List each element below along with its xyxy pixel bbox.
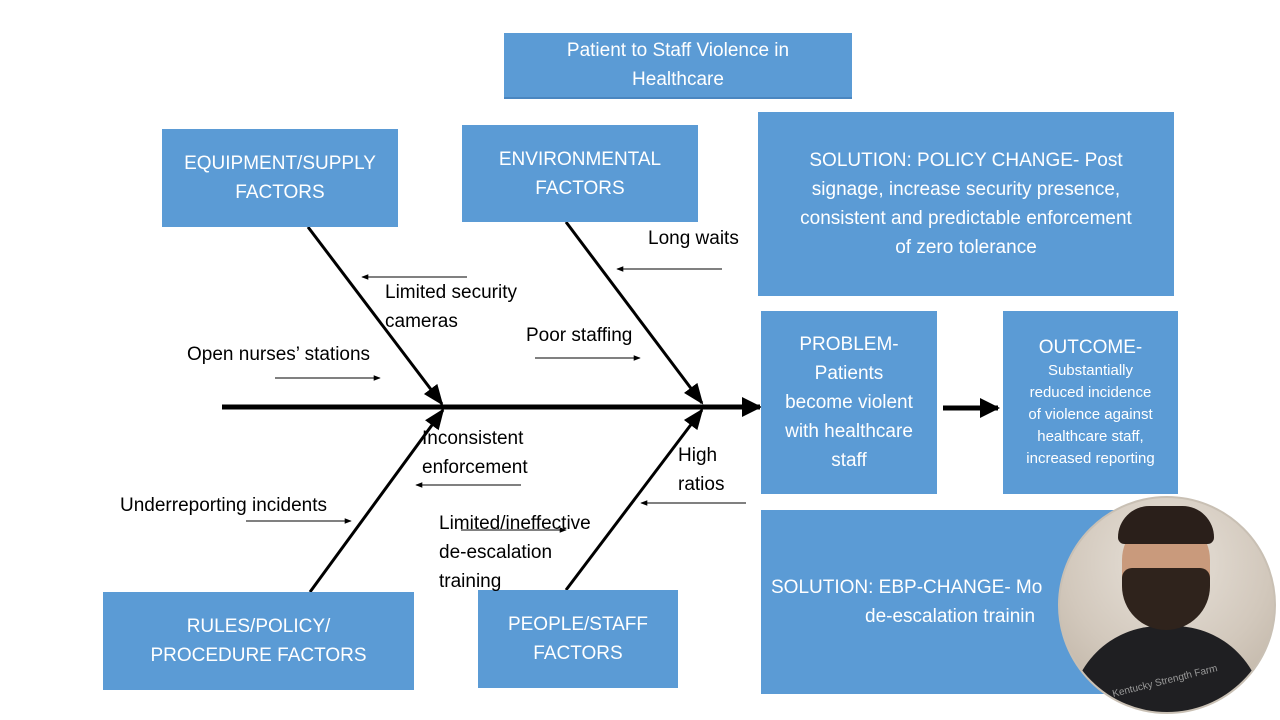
category-people-line-1: PEOPLE/STAFF bbox=[507, 614, 649, 635]
cause-training-line-2: de-escalation bbox=[439, 542, 553, 563]
title-line-2: Healthcare bbox=[632, 69, 724, 90]
problem-line-4: with healthcare bbox=[785, 421, 913, 442]
bone-rules bbox=[308, 408, 445, 593]
cause-high-ratios: High ratios bbox=[678, 441, 724, 499]
cause-underreporting: Underreporting incidents bbox=[120, 495, 328, 516]
category-environmental: ENVIRONMENTAL FACTORS bbox=[462, 125, 698, 222]
cause-training: Limited/ineffective de-escalation traini… bbox=[439, 509, 591, 596]
category-people: PEOPLE/STAFF FACTORS bbox=[478, 590, 678, 688]
category-rules-line-1: RULES/POLICY/ bbox=[186, 616, 331, 637]
category-environmental-line-2: FACTORS bbox=[535, 177, 625, 199]
cause-limited-security-line-2: cameras bbox=[385, 311, 458, 332]
cause-training-line-1: Limited/ineffective bbox=[439, 513, 591, 534]
diagram-title: Patient to Staff Violence in Healthcare bbox=[504, 33, 852, 99]
outcome-line-2: reduced incidence bbox=[1029, 383, 1152, 401]
cause-training-line-3: training bbox=[439, 571, 502, 592]
cause-limited-security-line-1: Limited security bbox=[385, 282, 517, 303]
cause-open-nurses: Open nurses’ stations bbox=[187, 344, 371, 365]
problem-line-5: staff bbox=[831, 450, 867, 471]
solution-policy-line-1: SOLUTION: POLICY CHANGE- Post bbox=[809, 150, 1123, 171]
solution-policy-box: SOLUTION: POLICY CHANGE- Post signage, i… bbox=[758, 112, 1174, 296]
title-line-1: Patient to Staff Violence in bbox=[566, 40, 790, 61]
outcome-line-5: increased reporting bbox=[1026, 449, 1155, 467]
cause-limited-security: Limited security cameras bbox=[385, 278, 517, 336]
outcome-line-3: of violence against bbox=[1028, 405, 1153, 423]
category-equipment-line-1: EQUIPMENT/SUPPLY bbox=[184, 153, 376, 174]
cause-inconsistent-line-2: enforcement bbox=[422, 457, 528, 478]
presenter-beard bbox=[1122, 568, 1210, 630]
category-people-line-2: FACTORS bbox=[533, 643, 623, 664]
solution-policy-line-4: of zero tolerance bbox=[895, 237, 1037, 258]
problem-box: PROBLEM- Patients become violent with he… bbox=[761, 311, 937, 494]
cause-long-waits: Long waits bbox=[648, 228, 739, 249]
bone-people bbox=[564, 408, 704, 591]
category-environmental-line-1: ENVIRONMENTAL bbox=[498, 148, 662, 170]
category-rules-line-2: PROCEDURE FACTORS bbox=[150, 645, 367, 666]
problem-line-2: Patients bbox=[814, 363, 884, 384]
solution-ebp-line-2: de-escalation trainin bbox=[865, 606, 1036, 627]
solution-policy-line-3: consistent and predictable enforcement bbox=[800, 208, 1132, 229]
category-equipment-line-2: FACTORS bbox=[235, 182, 325, 203]
solution-ebp-line-1: SOLUTION: EBP-CHANGE- Mo bbox=[771, 577, 1043, 598]
presenter-webcam: Kentucky Strength Farm bbox=[1058, 496, 1276, 714]
cause-inconsistent-line-1: Inconsistent bbox=[422, 428, 524, 449]
cause-inconsistent: Inconsistent enforcement bbox=[422, 424, 528, 482]
outcome-box: OUTCOME- Substantially reduced incidence… bbox=[1003, 311, 1178, 494]
outcome-line-1: Substantially bbox=[1047, 361, 1134, 379]
category-equipment: EQUIPMENT/SUPPLY FACTORS bbox=[162, 129, 398, 227]
bone-equipment bbox=[306, 226, 444, 406]
cause-poor-staffing: Poor staffing bbox=[526, 325, 633, 346]
problem-line-3: become violent bbox=[785, 392, 913, 413]
category-rules: RULES/POLICY/ PROCEDURE FACTORS bbox=[103, 592, 414, 690]
problem-line-1: PROBLEM- bbox=[799, 334, 899, 355]
outcome-heading: OUTCOME- bbox=[1038, 336, 1143, 358]
bone-environmental bbox=[564, 221, 704, 405]
solution-policy-line-2: signage, increase security presence, bbox=[811, 179, 1121, 200]
cause-high-ratios-line-2: ratios bbox=[678, 474, 725, 495]
presenter-hair bbox=[1118, 506, 1214, 544]
cause-high-ratios-line-1: High bbox=[678, 445, 718, 466]
outcome-line-4: healthcare staff, bbox=[1037, 427, 1144, 445]
